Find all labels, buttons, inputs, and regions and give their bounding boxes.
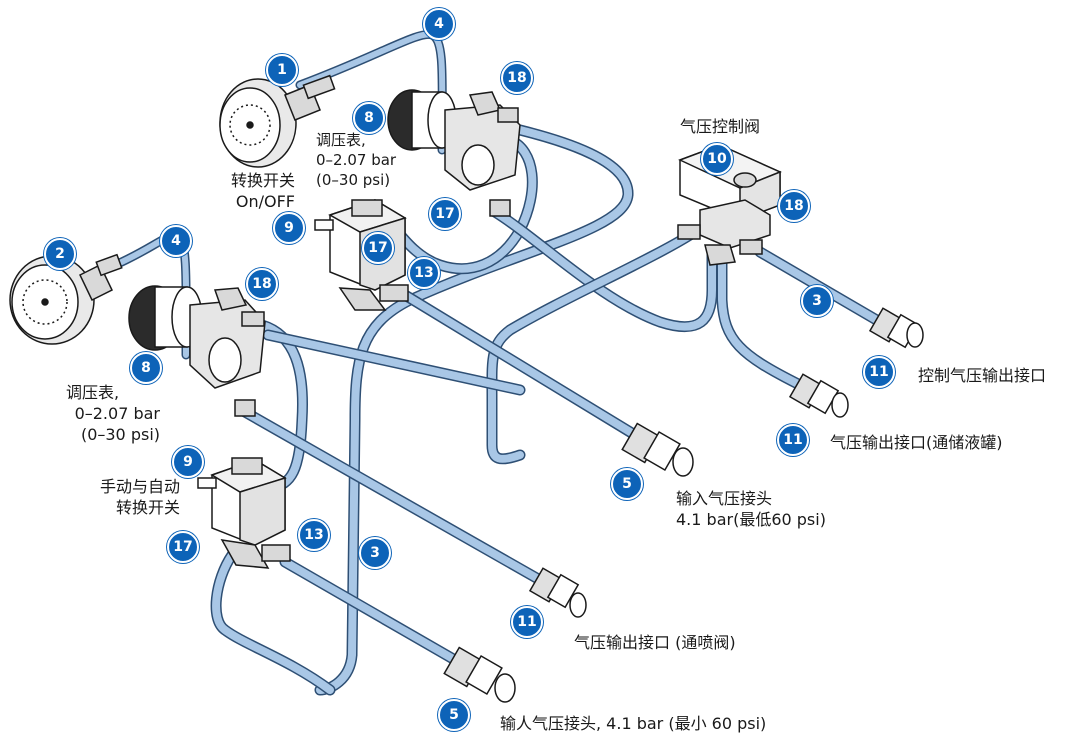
fitting-lower-inlet [443,646,516,703]
label-regulator-gauge-left-line2: 0–2.07 bar [74,404,160,423]
label-air-outlet-spray-valve: 气压输出接口 (通喷阀) [574,633,736,652]
callout-badge-18-valve: 18 [778,190,810,222]
fitting-upper-inlet [621,422,694,477]
label-switch-on-off-line2: On/OFF [235,192,295,211]
label-regulator-gauge-left-line1: 调压表, [66,383,120,402]
callout-badge-2: 2 [44,238,76,270]
hose-top-regulator-loop [374,134,538,275]
label-regulator-gauge-top-line1: 调压表, [316,131,366,149]
callout-badge-10: 10 [701,143,733,175]
label-air-inlet-upper-line1: 输入气压接头 [676,489,773,508]
label-regulator-gauge-top-line2: 0–2.07 bar [316,151,397,169]
manual-auto-switch-top [314,199,409,311]
hose-lower-switch-to-lower-inlet [279,556,461,666]
label-air-inlet-lower: 输人气压接头, 4.1 bar (最小 60 psi) [500,714,767,733]
callout-badge-8-left: 8 [130,352,162,384]
label-switch-on-off: 转换开关 On/OFF [185,170,295,212]
hose-3-long-loop [314,124,634,696]
callout-badge-5-lower: 5 [438,699,470,731]
callout-badge-17-mid: 17 [362,232,394,264]
hose-left-regulator-loop [256,319,308,494]
hose-lower-switch-u-loop [210,549,336,696]
callout-badge-13-lower: 13 [298,519,330,551]
label-switch-on-off-line1: 转换开关 [230,171,295,190]
callout-badge-4-top: 4 [423,8,455,40]
fitting-control-outlet [868,307,924,349]
callout-badge-17-top: 17 [429,198,461,230]
label-manual-auto-switch: 手动与自动 转换开关 [60,476,180,518]
callout-badge-8-top: 8 [353,102,385,134]
hose-left-regulator-to-right [262,329,526,396]
fitting-tank-outlet [788,373,849,418]
manual-auto-switch-lower [197,457,291,569]
callout-badge-3-control-hose: 3 [801,285,833,317]
hose-left-regulator-to-spray-outlet [239,406,546,586]
callout-badge-4-left: 4 [160,225,192,257]
callout-badge-11-spray-outlet: 11 [511,606,543,638]
callout-badge-18-top: 18 [501,62,533,94]
callout-badge-1: 1 [266,54,298,86]
callout-badge-18-left: 18 [246,268,278,300]
label-manual-auto-switch-line1: 手动与自动 [99,477,180,496]
hose-control-valve-loop [486,229,696,465]
callout-badge-9-lower: 9 [172,446,204,478]
callout-badge-11-tank-outlet: 11 [777,424,809,456]
label-air-inlet-upper-line2: 4.1 bar(最低60 psi) [676,510,826,529]
callout-badge-17-lower: 17 [167,531,199,563]
callout-badge-13-top: 13 [408,257,440,289]
callout-badge-9-top: 9 [273,212,305,244]
pressure-regulator-top [387,89,521,217]
hose-control-valve-to-tank-outlet [716,254,806,391]
callout-badge-5-upper: 5 [611,468,643,500]
label-regulator-gauge-left-line3: (0–30 psi) [80,425,160,444]
label-regulator-gauge-left: 调压表, 0–2.07 bar (0–30 psi) [40,382,160,445]
label-regulator-gauge-top-line3: (0–30 psi) [316,171,391,189]
label-air-outlet-tank: 气压输出接口(通储液罐) [830,433,1003,452]
callout-badge-3-long-hose: 3 [359,537,391,569]
pressure-gauge-left [9,253,123,345]
callout-badge-11-control-outlet: 11 [863,356,895,388]
label-control-air-outlet: 控制气压输出接口 [918,366,1047,385]
label-air-control-valve: 气压控制阀 [680,117,761,136]
pressure-regulator-left [128,285,266,417]
hose-top-regulator-to-control-valve [489,206,718,333]
pressure-gauge-top [219,74,336,168]
label-manual-auto-switch-line2: 转换开关 [115,498,180,517]
hose-switch13-to-upper-inlet [399,289,641,441]
label-air-inlet-upper: 输入气压接头 4.1 bar(最低60 psi) [676,488,826,530]
fitting-spray-outlet [528,567,587,618]
label-regulator-gauge-top: 调压表, 0–2.07 bar (0–30 psi) [316,130,396,190]
